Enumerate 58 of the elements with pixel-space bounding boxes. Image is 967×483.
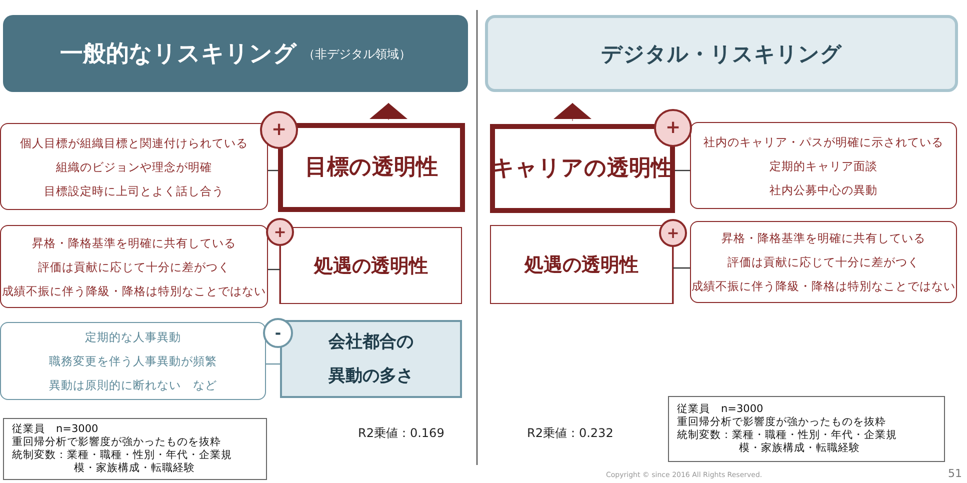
list-item: 異動は原則的に断れない など <box>49 377 217 394</box>
list-item: 職務変更を伴う人事異動が頻繁 <box>49 353 217 370</box>
connector-line <box>266 363 280 365</box>
factor-title: 処遇の透明性 <box>314 254 428 278</box>
note-line: 統制変数：業種・職種・性別・年代・企業規模・家族構成・転職経験 <box>677 429 898 455</box>
list-box <box>0 225 268 308</box>
sign-circle <box>260 111 298 149</box>
note-line: 統制変数：業種・職種・性別・年代・企業規模・家族構成・転職経験 <box>12 449 233 475</box>
sign-text: + <box>666 223 680 244</box>
list-item: 社内のキャリア・パスが明確に示されている <box>704 134 944 150</box>
list-box <box>0 123 268 210</box>
list-item: 成績不振に伴う降級・降格は特別なことではない <box>692 278 956 295</box>
note-box <box>3 418 267 480</box>
factor-title: 会社都合の異動の多さ <box>327 331 414 388</box>
connector-line <box>675 170 690 172</box>
note-line: 従業員 n=3000 <box>677 403 764 416</box>
sign-text: + <box>271 118 287 142</box>
sign-text: - <box>274 323 282 344</box>
list-item: 社内公募中心の異動 <box>770 182 878 198</box>
note-line: 重回帰分析で影響度が強かったものを抜粋 <box>12 436 221 449</box>
sign-text: + <box>274 222 286 243</box>
sign-circle <box>263 318 293 348</box>
sign-circle <box>654 109 692 147</box>
header-subtitle: （非デジタル領域） <box>303 46 411 62</box>
list-item: 定期的な人事異動 <box>85 329 181 346</box>
stat-text: R2乗値：0.169 <box>358 425 444 442</box>
page-number: 51 <box>948 467 962 480</box>
factor-title: 目標の透明性 <box>305 156 438 180</box>
arrow <box>554 102 592 122</box>
header-title: 一般的なリスキリング <box>60 42 297 66</box>
list-box <box>0 322 266 400</box>
list-item: 定期的キャリア面談 <box>770 158 878 174</box>
list-item: 個人目標が組織目標と関連付けられている <box>20 134 248 152</box>
sign-text: + <box>665 116 681 140</box>
list-item: 評価は貢献に応じて十分に差がつく <box>728 254 920 271</box>
header-banner <box>3 15 468 92</box>
list-box <box>690 221 957 303</box>
connector-line <box>268 170 278 172</box>
list-item: 組織のビジョンや理念が明確 <box>56 158 212 176</box>
factor-box <box>280 320 462 398</box>
list-item: 昇格・降格基準を明確に共有している <box>722 230 926 247</box>
header-title: デジタル・リスキリング <box>601 42 842 66</box>
header-banner <box>485 15 958 92</box>
stat-text: R2乗値：0.232 <box>527 425 614 442</box>
connector-line <box>268 268 280 270</box>
arrow <box>370 102 408 120</box>
list-item: 成績不振に伴う降級・降格は特別なことではない <box>2 282 266 300</box>
sign-circle <box>659 219 687 247</box>
note-line: 重回帰分析で影響度が強かったものを抜粋 <box>677 416 886 429</box>
sign-circle <box>266 218 294 246</box>
factor-title: 処遇の透明性 <box>524 252 638 276</box>
connector-line <box>673 267 690 269</box>
note-box <box>668 396 945 462</box>
list-item: 昇格・降格基準を明確に共有している <box>32 234 236 252</box>
list-box <box>690 122 957 209</box>
list-item: 評価は貢献に応じて十分に差がつく <box>38 258 230 276</box>
note-line: 従業員 n=3000 <box>12 423 98 436</box>
list-item: 目標設定時に上司とよく話し合う <box>44 182 224 200</box>
